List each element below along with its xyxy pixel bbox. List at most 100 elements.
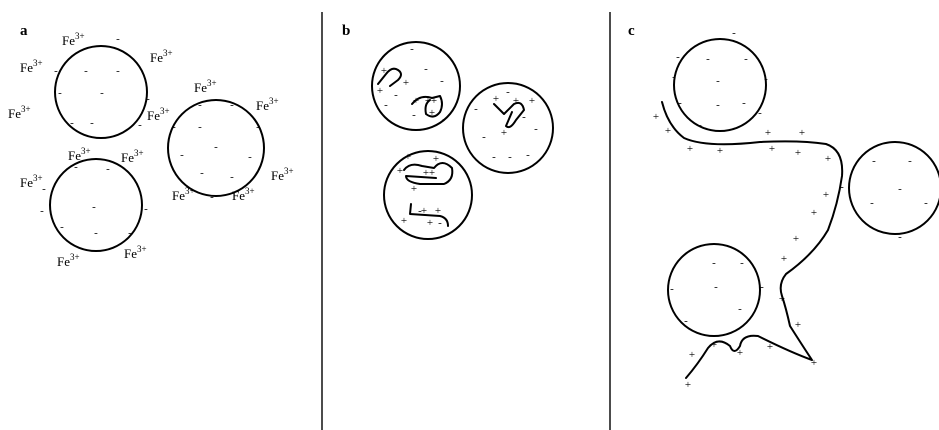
negative-charge: - [54,65,58,77]
positive-charge: + [425,95,431,107]
positive-charge: + [429,167,435,179]
positive-charge: + [411,183,417,195]
fe-ion-label: Fe3+ [57,252,80,269]
positive-charge: + [429,107,435,119]
positive-charge: + [811,357,817,369]
negative-charge: - [210,191,214,203]
negative-charge: - [440,75,444,87]
fe-ion-label: Fe3+ [150,48,173,65]
negative-charge: - [70,117,74,129]
positive-charge: + [689,349,695,361]
positive-charge: + [397,165,403,177]
negative-charge: - [924,197,928,209]
negative-charge: - [198,121,202,133]
particle [848,141,939,235]
negative-charge: - [42,183,46,195]
negative-charge: - [676,51,680,63]
positive-charge: + [403,77,409,89]
negative-charge: - [116,33,120,45]
fe-ion-label: Fe3+ [124,244,147,261]
positive-charge: + [811,207,817,219]
negative-charge: - [712,329,716,341]
positive-charge: + [529,95,535,107]
positive-charge: + [765,127,771,139]
polymer-chain [403,162,454,185]
negative-charge: - [412,109,416,121]
negative-charge: - [482,131,486,143]
negative-charge: - [138,119,142,131]
negative-charge: - [128,227,132,239]
fe-ion-label: Fe3+ [8,104,31,121]
particle [462,82,554,174]
negative-charge: - [92,201,96,213]
negative-charge: - [230,99,234,111]
negative-charge: - [90,117,94,129]
negative-charge: - [106,163,110,175]
negative-charge: - [740,257,744,269]
negative-charge: - [84,65,88,77]
panel-label-c: c [628,23,635,39]
negative-charge: - [100,87,104,99]
negative-charge: - [214,141,218,153]
positive-charge: + [501,127,507,139]
fe-ion-label: Fe3+ [271,166,294,183]
negative-charge: - [742,97,746,109]
negative-charge: - [394,89,398,101]
positive-charge: + [687,143,693,155]
positive-charge: + [769,143,775,155]
charge-group: -----------------+++++++++++++++++++++ [377,43,538,229]
fe-ion-label: Fe3+ [194,78,217,95]
positive-charge: + [799,127,805,139]
negative-charge: - [418,205,422,217]
negative-charge: - [870,197,874,209]
particle [167,99,265,197]
negative-charge: - [172,121,176,133]
polymer-bridge [661,101,844,379]
negative-charge: - [438,217,442,229]
positive-charge: + [381,65,387,77]
negative-charge: - [424,63,428,75]
positive-charge: + [493,93,499,105]
negative-charge: - [908,155,912,167]
negative-charge: - [198,99,202,111]
particle [49,158,143,252]
negative-charge: - [442,113,446,125]
positive-charge: + [795,319,801,331]
negative-charge: - [898,231,902,243]
positive-charge: + [421,205,427,217]
fe-ion-label: Fe3+ [256,96,279,113]
negative-charge: - [230,171,234,183]
negative-charge: - [492,151,496,163]
panel-label-b: b [342,23,350,39]
negative-charge: - [534,123,538,135]
polymer-chain [493,101,525,129]
panel-label-a: a [20,23,28,39]
fe-ion-label: Fe3+ [20,58,43,75]
fe-ion-group: Fe3+ Fe3+ Fe3+ Fe3+ Fe3+ Fe3+ Fe3+ Fe3+ Fe3+ Fe3+… [8,31,294,269]
fe-ion-label: Fe3+ [62,31,85,48]
positive-charge: + [685,379,691,391]
positive-charge: + [767,341,773,353]
negative-charge: - [684,315,688,327]
fe-ion-label: Fe3+ [172,186,195,203]
negative-charge: - [678,97,682,109]
negative-charge: - [672,71,676,83]
negative-charge: - [40,205,44,217]
panel-a: Fe3+ Fe3+ Fe3+ Fe3+ Fe3+ Fe3+ Fe3+ Fe3+ Fe3+ Fe3+… [8,31,294,269]
fe-ion-label: Fe3+ [121,148,144,165]
negative-charge: - [764,73,768,85]
positive-charge: + [711,339,717,351]
negative-charge: - [712,257,716,269]
positive-charge: + [377,85,383,97]
negative-charge: - [522,111,526,123]
negative-charge: - [698,119,702,131]
negative-charge: - [716,99,720,111]
negative-charge: - [758,107,762,119]
particle [673,38,767,132]
positive-charge: + [413,95,419,107]
negative-charge: - [384,99,388,111]
negative-charge: - [760,281,764,293]
positive-charge: + [423,167,429,179]
positive-charge: + [665,125,671,137]
